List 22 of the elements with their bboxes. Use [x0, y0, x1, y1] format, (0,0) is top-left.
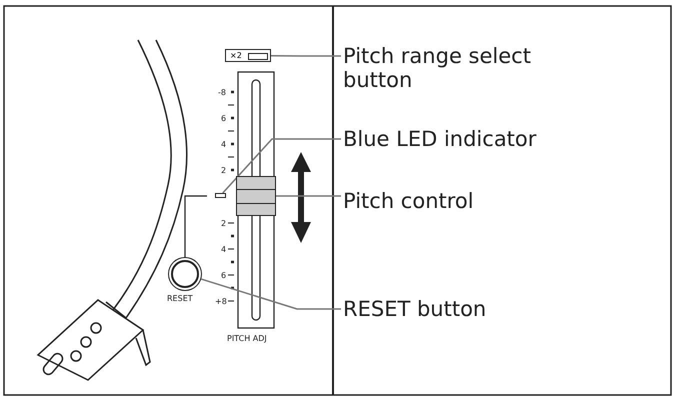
- scale-number: +8: [215, 297, 227, 306]
- leader-line: [222, 138, 341, 194]
- scale-number: 4: [221, 245, 226, 254]
- scale-number: 6: [221, 114, 226, 123]
- leader-line: [271, 54, 341, 57]
- part-label: PITCH ADJ: [227, 334, 267, 343]
- scale-number: 2: [221, 166, 226, 175]
- range-select-button: ×2: [225, 49, 271, 62]
- leader-line: [276, 195, 341, 197]
- fader-knob: [236, 176, 276, 216]
- reset-button: [171, 260, 199, 288]
- callout-label: Pitch range select button: [343, 44, 573, 92]
- leader-line: [201, 278, 341, 310]
- callout-label: Blue LED indicator: [343, 127, 643, 151]
- led-indicator: [215, 193, 226, 198]
- scale-number: 2: [221, 219, 226, 228]
- part-label: RESET: [167, 294, 193, 303]
- scale-number: -8: [218, 88, 226, 97]
- callout-label: RESET button: [343, 297, 643, 321]
- scale-number: 4: [221, 140, 226, 149]
- callout-label: Pitch control: [343, 189, 643, 213]
- scale-number: 6: [221, 271, 226, 280]
